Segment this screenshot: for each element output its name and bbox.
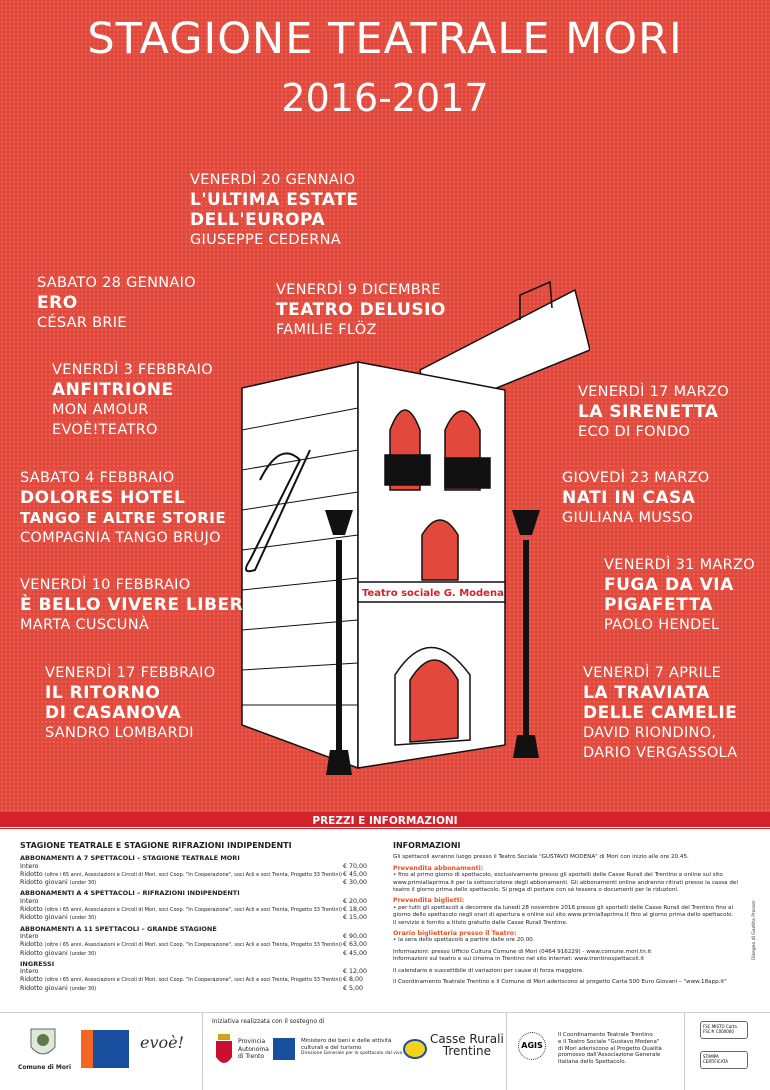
price-row-giovani: Ridotto giovani (under 30)€ 30,00 bbox=[20, 879, 368, 887]
poster-title: STAGIONE TEATRALE MORI bbox=[87, 14, 683, 64]
fsc-badge: FSC MISTO Carta FSC® C000000 bbox=[700, 1021, 748, 1039]
contact-1: Informazioni: presso Ufficio Cultura Com… bbox=[393, 948, 652, 955]
comune-crest-icon bbox=[30, 1028, 56, 1055]
poster-background: STAGIONE TEATRALE MORI 2016-2017 bbox=[0, 0, 770, 812]
poster-years: 2016-2017 bbox=[281, 76, 489, 120]
prices-heading: STAGIONE TEATRALE E STAGIONE RIFRAZIONI … bbox=[20, 841, 292, 850]
illustration-credit: Disegno di Gaetita Prosser bbox=[752, 900, 757, 960]
price-row-intero: Intero€ 12,00 bbox=[20, 968, 368, 976]
price-row-intero: Intero€ 70,00 bbox=[20, 862, 368, 870]
coordinamento-logo bbox=[81, 1030, 129, 1068]
info-heading: INFORMAZIONI bbox=[393, 841, 461, 850]
price-row-ridotto: Ridotto (oltre i 65 anni, Associazioni e… bbox=[20, 906, 368, 914]
contact-2: Informazioni sul teatro e sul cinema in … bbox=[393, 956, 645, 963]
orario-text: • la sera dello spettacolo a partire dal… bbox=[393, 937, 535, 944]
price-row-ridotto: Ridotto (oltre i 65 anni, Associazioni e… bbox=[20, 976, 364, 984]
price-group-title: ABBONAMENTI A 4 SPETTACOLI – RIFRAZIONI … bbox=[20, 889, 240, 898]
prices-section: STAGIONE TEATRALE E STAGIONE RIFRAZIONI … bbox=[20, 841, 375, 993]
orario-title: Orario biglietteria presso il Teatro: bbox=[393, 930, 517, 938]
info-section: INFORMAZIONI Gli spettacoli avranno luog… bbox=[393, 841, 738, 987]
price-row-ridotto: Ridotto (oltre i 65 anni, Associazioni e… bbox=[20, 870, 368, 878]
price-row-intero: Intero€ 90,00 bbox=[20, 932, 368, 940]
street-lamp-left bbox=[325, 510, 353, 775]
calendar-note: Il calendario è suscettibile di variazio… bbox=[393, 967, 585, 974]
big-text2: Il servizio è fornito a titolo gratuito … bbox=[393, 919, 568, 926]
agis-logo: AGIS bbox=[518, 1032, 546, 1060]
theater-sign: Teatro sociale G. Modena bbox=[362, 588, 504, 599]
abb-title: Prevendita abbonamenti: bbox=[393, 864, 484, 872]
price-row-ridotto: Ridotto (oltre i 65 anni, Associazioni e… bbox=[20, 941, 368, 949]
big-text: • per tutti gli spettacoli a decorrere d… bbox=[393, 904, 734, 919]
price-row-intero: Intero€ 20,00 bbox=[20, 897, 368, 905]
provincia-crest-icon bbox=[216, 1034, 232, 1063]
info-intro: Gli spettacoli avranno luogo presso il T… bbox=[393, 854, 689, 861]
street-lamp-right bbox=[512, 510, 540, 758]
price-group-title: ABBONAMENTI A 11 SPETTACOLI – GRANDE STA… bbox=[20, 924, 217, 933]
support-label: Iniziativa realizzata con il sostegno di bbox=[212, 1018, 325, 1025]
price-row-giovani: Ridotto giovani (under 30)€ 5,00 bbox=[20, 984, 364, 992]
theater-illustration: Teatro sociale G. Modena bbox=[241, 280, 590, 775]
comune-label: Comune di Mori bbox=[18, 1064, 72, 1071]
prices-band: PREZZI E INFORMAZIONI bbox=[0, 812, 770, 830]
price-row-giovani: Ridotto giovani (under 30)€ 15,00 bbox=[20, 914, 368, 922]
casse-rurali-logo bbox=[403, 1039, 427, 1059]
big-title: Prevendita biglietti: bbox=[393, 897, 465, 905]
price-group-title: ABBONAMENTI A 7 SPETTACOLI – STAGIONE TE… bbox=[20, 854, 240, 863]
carta-note: Il Coordinamento Teatrale Trentino e il … bbox=[393, 979, 727, 986]
footer-logos: Comune di Mori evoè! Iniziativa realizza… bbox=[0, 1012, 770, 1090]
evoe-logo: evoè! bbox=[140, 1033, 185, 1052]
price-row-giovani: Ridotto giovani (under 30)€ 45,00 bbox=[20, 949, 368, 957]
stampa-badge: STAMPA CERTIFICATA bbox=[700, 1051, 748, 1069]
price-group-title: INGRESSI bbox=[20, 959, 55, 968]
abb-text: • fino al primo giorno di spettacolo, es… bbox=[393, 872, 738, 894]
ministero-logo bbox=[273, 1038, 295, 1060]
